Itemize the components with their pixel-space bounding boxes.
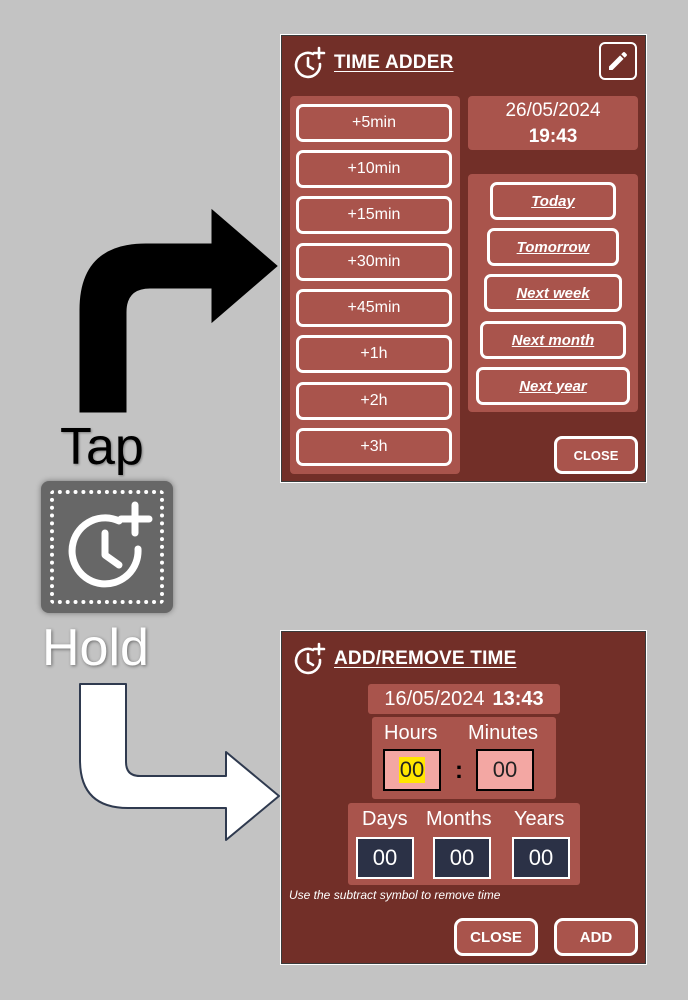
current-date: 16/05/2024 <box>384 687 485 710</box>
next-month-button[interactable]: Next month <box>480 321 626 359</box>
current-datetime: 16/05/2024 13:43 <box>368 684 560 714</box>
add-30min-button[interactable]: +30min <box>296 243 452 281</box>
days-months-years-group: Days Months Years 00 00 00 <box>348 803 580 885</box>
years-input[interactable]: 00 <box>512 837 570 879</box>
current-time: 19:43 <box>528 126 578 147</box>
add-45min-button[interactable]: +45min <box>296 289 452 327</box>
app-icon[interactable] <box>41 481 173 613</box>
days-input[interactable]: 00 <box>356 837 414 879</box>
months-input[interactable]: 00 <box>433 837 491 879</box>
add-remove-title: ADD/REMOVE TIME <box>334 648 517 669</box>
shortcuts-panel: Today Tomorrow Next week Next month Next… <box>468 174 638 412</box>
days-label: Days <box>362 808 408 830</box>
add-15min-button[interactable]: +15min <box>296 196 452 234</box>
minutes-label: Minutes <box>468 722 539 744</box>
months-label: Months <box>426 808 492 830</box>
add-button[interactable]: ADD <box>554 918 638 956</box>
dotted-border <box>50 490 164 604</box>
close-button[interactable]: CLOSE <box>554 436 638 474</box>
clock-plus-icon <box>294 46 326 79</box>
add-2h-button[interactable]: +2h <box>296 382 452 420</box>
edit-button[interactable] <box>599 42 637 80</box>
hold-arrow <box>79 683 280 841</box>
hold-label: Hold <box>42 619 149 677</box>
close-button[interactable]: CLOSE <box>454 918 538 956</box>
hours-minutes-group: Hours Minutes 00 : 00 <box>372 717 556 799</box>
add-10min-button[interactable]: +10min <box>296 150 452 188</box>
tap-arrow <box>79 208 278 413</box>
next-year-button[interactable]: Next year <box>476 367 630 405</box>
hours-input[interactable]: 00 <box>383 749 441 791</box>
time-adder-header: TIME ADDER <box>292 46 454 80</box>
add-3h-button[interactable]: +3h <box>296 428 452 466</box>
time-adder-title: TIME ADDER <box>334 52 454 73</box>
tomorrow-button[interactable]: Tomorrow <box>487 228 619 266</box>
next-week-button[interactable]: Next week <box>484 274 622 312</box>
current-time: 13:43 <box>492 687 544 710</box>
minutes-input[interactable]: 00 <box>476 749 534 791</box>
clock-plus-icon <box>294 642 326 675</box>
time-separator: : <box>455 757 463 784</box>
clock-plus-icon <box>68 501 153 588</box>
time-adder-dialog: TIME ADDER +5min +10min +15min +30min +4… <box>280 34 647 483</box>
current-datetime: 26/05/2024 19:43 <box>468 96 638 150</box>
current-date: 26/05/2024 <box>505 100 601 121</box>
add-1h-button[interactable]: +1h <box>296 335 452 373</box>
add-5min-button[interactable]: +5min <box>296 104 452 142</box>
add-remove-header: ADD/REMOVE TIME <box>292 642 516 676</box>
hours-label: Hours <box>384 722 438 744</box>
add-remove-time-dialog: ADD/REMOVE TIME 16/05/2024 13:43 Hours M… <box>280 630 647 965</box>
years-label: Years <box>514 808 565 830</box>
increments-panel: +5min +10min +15min +30min +45min +1h +2… <box>290 96 460 474</box>
today-button[interactable]: Today <box>490 182 616 220</box>
hint-text: Use the subtract symbol to remove time <box>289 888 501 902</box>
pencil-icon <box>609 51 628 70</box>
tap-label: Tap <box>60 418 144 476</box>
